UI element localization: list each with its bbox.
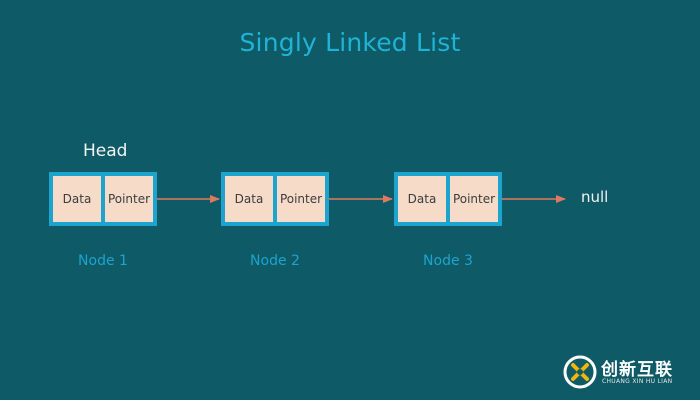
node-2-data-cell: Data <box>225 176 273 222</box>
logo-chinese-text: 创新互联 <box>601 360 673 380</box>
node-1-data-cell: Data <box>53 176 101 222</box>
head-label: Head <box>83 141 128 161</box>
node-2-pointer-cell: Pointer <box>277 176 325 222</box>
node-3: Data Pointer <box>394 172 502 226</box>
node-3-pointer-cell: Pointer <box>450 176 498 222</box>
node-1: Data Pointer <box>49 172 157 226</box>
brand-logo: 创新互联 CHUANG XIN HU LIAN <box>563 353 693 393</box>
node-3-data-cell: Data <box>398 176 446 222</box>
node-1-pointer-cell: Pointer <box>105 176 153 222</box>
node-1-label: Node 1 <box>78 253 128 269</box>
node-2: Data Pointer <box>221 172 329 226</box>
null-label: null <box>581 188 609 206</box>
node-3-label: Node 3 <box>423 253 473 269</box>
logo-mark-icon <box>563 355 597 389</box>
diagram-title: Singly Linked List <box>239 28 461 57</box>
logo-english-text: CHUANG XIN HU LIAN <box>602 378 673 385</box>
node-2-label: Node 2 <box>250 253 300 269</box>
